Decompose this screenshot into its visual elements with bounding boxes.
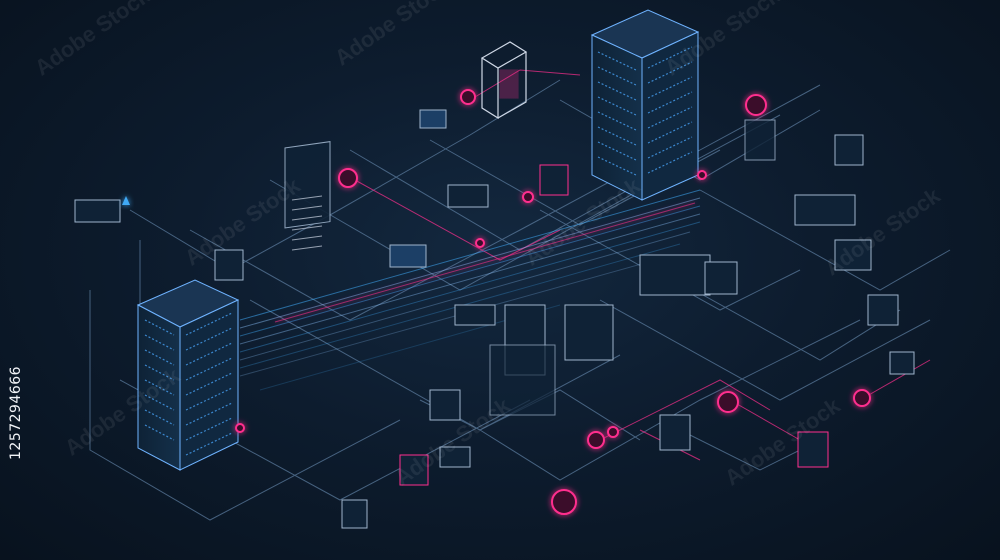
panel-center-shadow [489,344,556,416]
panel-center [564,304,614,361]
tower-left-led-rows [144,312,233,456]
accent-lines [354,69,931,461]
panel-bottom-left [341,499,368,529]
ui-panels [74,109,915,529]
panel-text-right [704,261,738,295]
panel-label-left [74,199,121,223]
panel-far-right [867,294,899,326]
node-12 [697,170,707,180]
panel-top-right [744,119,776,161]
server-tower-left [136,279,240,471]
panel-lower-right-pink [797,431,829,468]
panel-lower-mid-2 [439,446,471,468]
node-10 [522,191,534,203]
node-2 [460,89,476,105]
panel-lower-mid [429,389,461,421]
panel-small-top [419,109,447,129]
panel-mid-top [447,184,489,208]
node-6 [587,431,605,449]
server-tower-right [590,9,700,201]
panel-document-left [284,141,331,251]
panel-pink-top [539,164,569,196]
node-11 [475,238,485,248]
isometric-box [480,41,528,120]
tower-right-led-rows [597,46,693,176]
node-5 [717,391,739,413]
stock-id-label: 1257294666 [8,365,24,460]
blue-indicator [122,196,130,205]
panel-chart-mid [389,244,427,268]
panel-center-right [639,254,711,296]
panel-right-small [834,134,864,166]
node-4 [853,389,871,407]
panel-lower-right [659,414,691,451]
panel-far-right-2 [889,351,915,375]
panel-center-small [454,304,496,326]
pink-nodes [235,89,871,515]
panel-bars-left [214,249,244,281]
node-8 [607,426,619,438]
node-3 [745,94,767,116]
panel-lower-pink [399,454,429,486]
panel-right-card [794,194,856,226]
node-7 [551,489,577,515]
node-9 [235,423,245,433]
panel-right-slab [834,239,872,271]
node-1 [338,168,358,188]
